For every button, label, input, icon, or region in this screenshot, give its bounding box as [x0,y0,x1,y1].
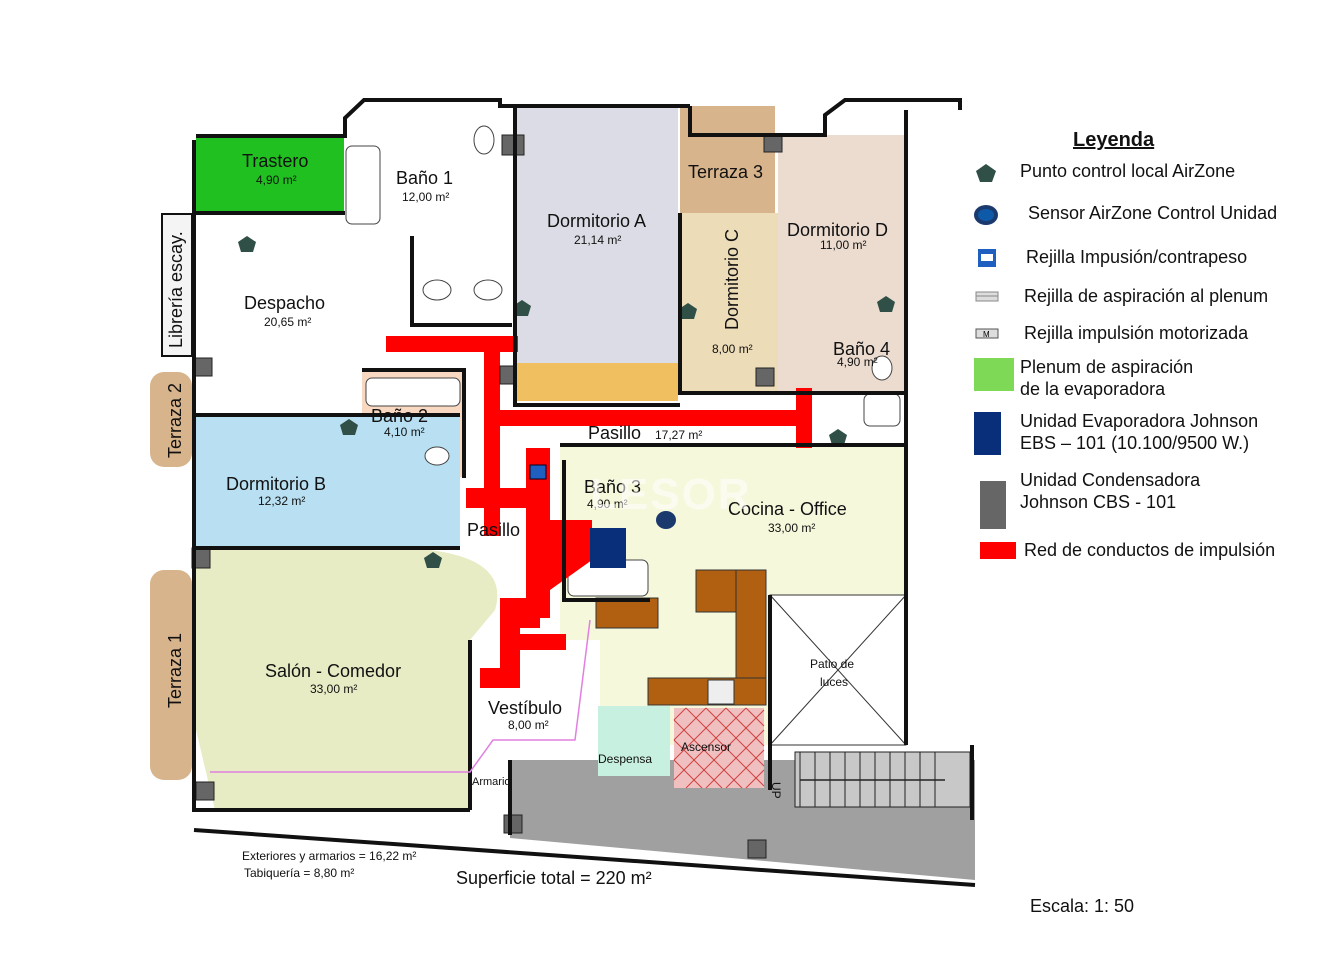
legend-title: Leyenda [1073,129,1155,151]
area-dormitorio-a: 21,14 m² [574,233,621,247]
label-terraza-1: Terraza 1 [165,633,185,708]
label-despacho: Despacho [244,293,325,313]
label-vestibulo: Vestíbulo [488,698,562,718]
airzone-controls [238,236,895,568]
grey-swatch [980,481,1006,529]
room-dormitorio-a [515,108,678,363]
room-dormitorio-c [680,213,778,393]
room-trastero [196,136,344,212]
label-salon: Salón - Comedor [265,661,401,681]
legend-label: Rejilla de aspiración al plenum [1024,286,1269,306]
label-bano4: Baño 4 [833,339,890,359]
area-bano3: 4,90 m² [587,497,628,511]
grille-aspiration-icon [975,291,999,302]
area-pasillo-1: 17,27 m² [655,428,702,442]
label-dormitorio-a: Dormitorio A [547,211,646,231]
legend-label: Unidad Evaporadora Johnson EBS – 101 (10… [1020,411,1259,453]
legend-label: Unidad Condensadora Johnson CBS - 101 [1020,470,1201,512]
area-bano4: 4,90 m² [837,355,878,369]
stove [707,679,735,705]
label-armario: Armario [472,776,511,788]
area-salon: 33,00 m² [310,682,357,696]
label-terraza-2: Terraza 2 [165,383,185,458]
room-dormitorio-d [778,135,906,393]
legend-label: Sensor AirZone Control Unidad [1028,203,1278,223]
label-cocina: Cocina - Office [728,499,847,519]
legend-label: Punto control local AirZone [1020,161,1236,181]
bath-fixtures [345,125,901,597]
label-terraza-3: Terraza 3 [688,162,763,182]
room-terraza-1 [150,570,192,780]
navy-swatch [974,412,1001,455]
room-dormitorio-b [196,417,460,547]
label-despensa: Despensa [598,752,652,766]
label-pasillo-2: Pasillo [467,520,520,540]
label-pasillo-1: Pasillo [588,423,641,443]
legend-label: Rejilla Impusión/contrapeso [1026,247,1248,267]
label-libreria: Librería escay. [166,231,186,348]
grille-impulsion [529,464,547,480]
label-bano2: Baño 2 [371,406,428,426]
label-dormitorio-b: Dormitorio B [226,474,326,494]
note-exteriores: Exteriores y armarios = 16,22 m² [242,849,417,863]
legend-label: Plenum de aspiración de la evaporadora [1020,357,1194,399]
room-dormitorio-a-wardrobe [515,363,678,401]
sensor-icon [974,205,998,225]
area-cocina: 33,00 m² [768,521,815,535]
grille-motor-icon: M [975,328,999,339]
evaporator-unit [590,528,626,568]
watermark: LESOR [590,470,752,519]
label-patio-1: Patio de [810,657,854,671]
green-swatch [974,358,1014,391]
svg-text:M: M [983,330,990,339]
stairs [794,751,971,808]
label-up: UP [769,782,783,799]
area-bano1: 12,00 m² [402,190,449,204]
label-trastero: Trastero [242,151,308,171]
area-despacho: 20,65 m² [264,315,311,329]
ascensor-hatch [673,707,765,789]
label-dormitorio-d: Dormitorio D [787,220,888,240]
room-terraza-3 [680,106,775,213]
kitchen-units [595,569,767,706]
grille-impulsion-icon [978,249,996,267]
pentagon-icon [976,164,996,182]
area-dormitorio-d: 11,00 m² [820,238,866,252]
pink-conduit [210,619,591,773]
label-bano1: Baño 1 [396,168,453,188]
note-tabiqueria: Tabiquería = 8,80 m² [244,866,355,880]
label-ascensor: Ascensor [681,740,731,754]
room-despensa [598,706,670,776]
area-dormitorio-c: 8,00 m² [712,342,753,356]
room-terraza-2 [150,372,192,467]
label-dormitorio-c: Dormitorio C [722,229,742,330]
walls [192,98,976,887]
airzone-sensor [656,511,676,529]
note-escala: Escala: 1: 50 [1030,896,1135,916]
area-vestibulo: 8,00 m² [508,718,549,732]
label-patio-2: luces [820,675,848,689]
room-salon [196,550,498,810]
label-bano3: Baño 3 [584,477,641,497]
area-dormitorio-b: 12,32 m² [258,494,305,508]
red-swatch [980,542,1016,559]
area-trastero: 4,90 m² [256,173,297,187]
legend-label: Rejilla impulsión motorizada [1024,323,1249,343]
note-superficie: Superficie total = 220 m² [456,868,652,888]
area-bano2: 4,10 m² [384,425,425,439]
legend-label: Red de conductos de impulsión [1024,540,1276,560]
